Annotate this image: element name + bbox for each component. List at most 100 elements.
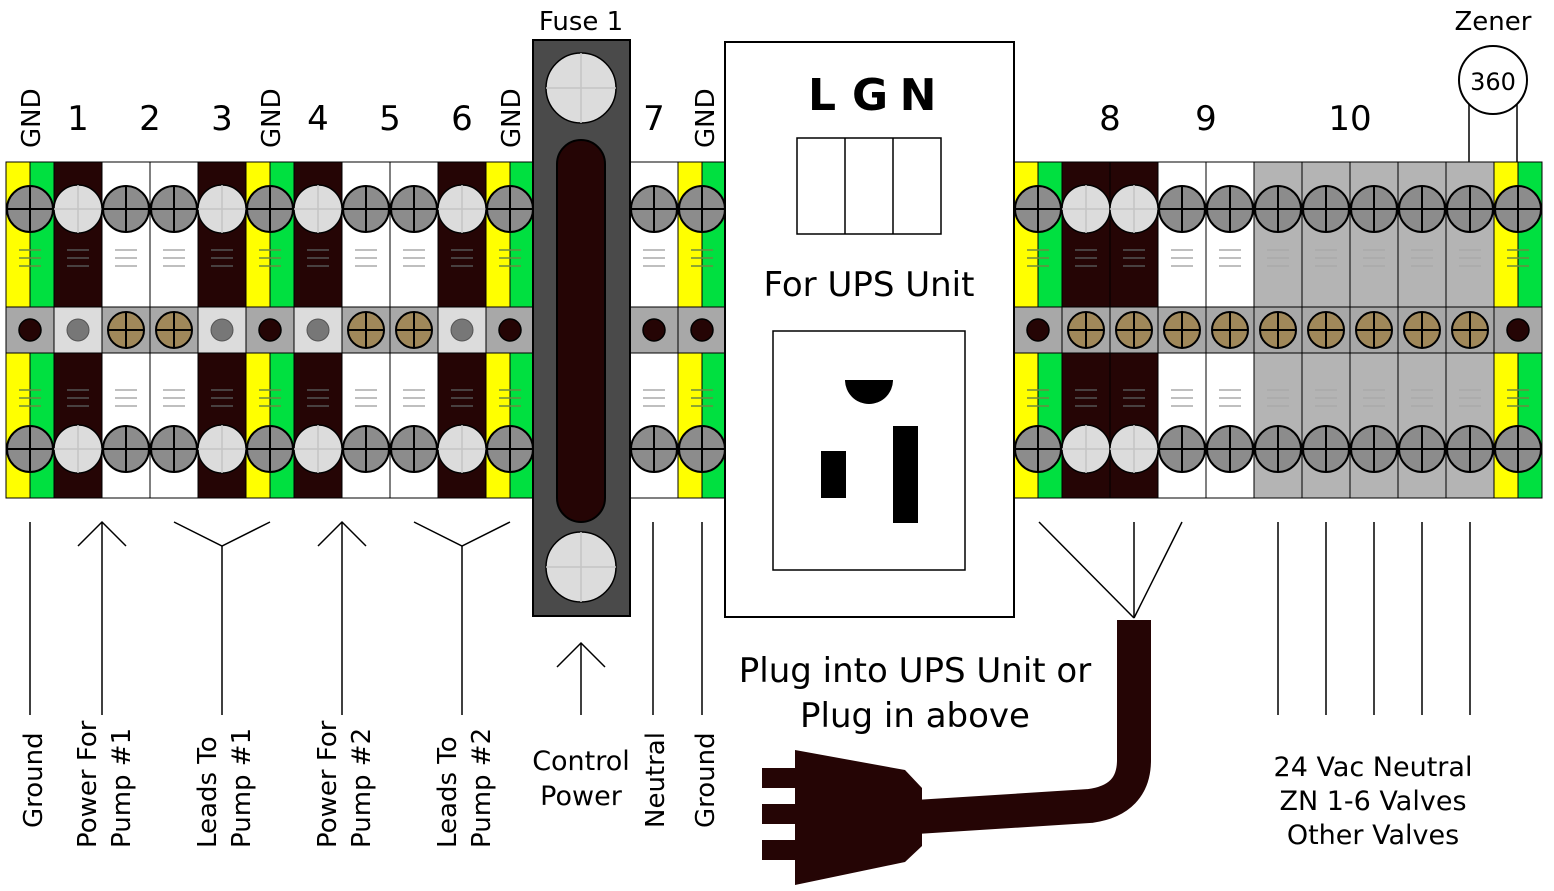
terminal-strip-right [1013,161,1543,499]
terminal-screw [342,185,390,233]
terminal-screw [678,425,726,473]
plug-caption-line2: Plug in above [800,696,1030,736]
terminal-screw [1494,425,1542,473]
terminal-screw [1061,184,1111,234]
jumper-screw [347,311,385,349]
lgn-terminal-block [796,137,942,235]
lgn-l-label: L [808,70,836,121]
bottom-label-ground-2: Ground [691,732,721,828]
terminal-block [1445,161,1495,499]
jumper-dot [210,318,234,342]
terminal-screw [293,184,343,234]
outlet-ground-slot [845,380,893,404]
jumper-screw [1451,311,1489,349]
terminal-screw [1206,425,1254,473]
terminal-screw [293,424,343,474]
terminal-screw [1302,185,1350,233]
bottom-label-ground-1: Ground [19,732,49,828]
terminal-screw [630,185,678,233]
terminal-block [1157,161,1207,499]
terminal-screw [1494,185,1542,233]
plug-prong-middle [762,804,812,824]
jumper-screw [1211,311,1249,349]
bottom-label-power-pump1-line2: Pump #1 [107,728,137,848]
terminal-screw [1398,185,1446,233]
terminal-screw [6,185,54,233]
jumper-screw [395,311,433,349]
terminal-screw [1109,184,1159,234]
terminal-screw [1014,425,1062,473]
terminal-number-1: 1 [67,99,89,139]
jumper-dot [1506,318,1530,342]
fuse-holder [532,39,631,617]
control-power-line2: Power [540,781,623,812]
terminal-screw [1350,185,1398,233]
jumper-screw [1307,311,1345,349]
terminal-screw [342,425,390,473]
terminal-block [53,161,103,499]
terminal-screw [1061,424,1111,474]
terminal-screw [486,425,534,473]
jumper-screw [1067,311,1105,349]
terminal-block [1493,161,1543,499]
terminal-block [389,161,439,499]
valves-label-line2: ZN 1-6 Valves [1279,786,1466,817]
terminal-screw [1254,185,1302,233]
jumper-dot [258,318,282,342]
terminal-screw [1014,185,1062,233]
jumper-screw [1355,311,1393,349]
terminal-screw [486,185,534,233]
terminal-strip-left [5,161,535,499]
terminal-screw [1398,425,1446,473]
terminal-block [197,161,247,499]
control-power-line1: Control [532,746,630,777]
outlet-hot-slot [893,426,918,523]
terminal-screw [6,425,54,473]
valves-label-line1: 24 Vac Neutral [1274,752,1473,783]
ups-label: For UPS Unit [764,265,975,305]
terminal-block [1061,161,1111,499]
gnd-label-3: GND [497,88,527,148]
terminal-screw [150,185,198,233]
zener-diode [1458,45,1528,162]
terminal-screw [678,185,726,233]
fuse-body [556,139,606,523]
terminal-screw [630,425,678,473]
terminal-number-5: 5 [379,99,401,139]
jumper-dot [306,318,330,342]
plug-caption-line1: Plug into UPS Unit or [739,651,1091,691]
outlet-faceplate [772,330,966,571]
lgn-g-label: G [852,70,888,121]
zener-label: Zener [1455,7,1532,37]
terminal-screw [1254,425,1302,473]
terminal-screw [1158,185,1206,233]
bottom-label-leads-pump2-line1: Leads To [433,736,463,848]
terminal-number-4: 4 [307,99,329,139]
jumper-screw [1403,311,1441,349]
jumper-screw [155,311,193,349]
terminal-screw [53,184,103,234]
terminal-number-6: 6 [451,99,473,139]
terminal-screw [150,425,198,473]
jumper-dot [642,318,666,342]
pointer-lines [29,520,1471,715]
terminal-block [341,161,391,499]
gnd-label-1: GND [17,88,47,148]
terminal-block [1013,161,1063,499]
terminal-screw [1206,185,1254,233]
terminal-screw [246,425,294,473]
terminal-block [1397,161,1447,499]
terminal-screw [1446,425,1494,473]
jumper-dot [18,318,42,342]
jumper-dot [450,318,474,342]
power-cord [762,521,1183,885]
terminal-screw [1158,425,1206,473]
terminal-screw [197,184,247,234]
terminal-screw [1109,424,1159,474]
jumper-dot [1026,318,1050,342]
plug-prong-top [762,768,812,788]
terminal-screw [197,424,247,474]
terminal-screw [1350,425,1398,473]
